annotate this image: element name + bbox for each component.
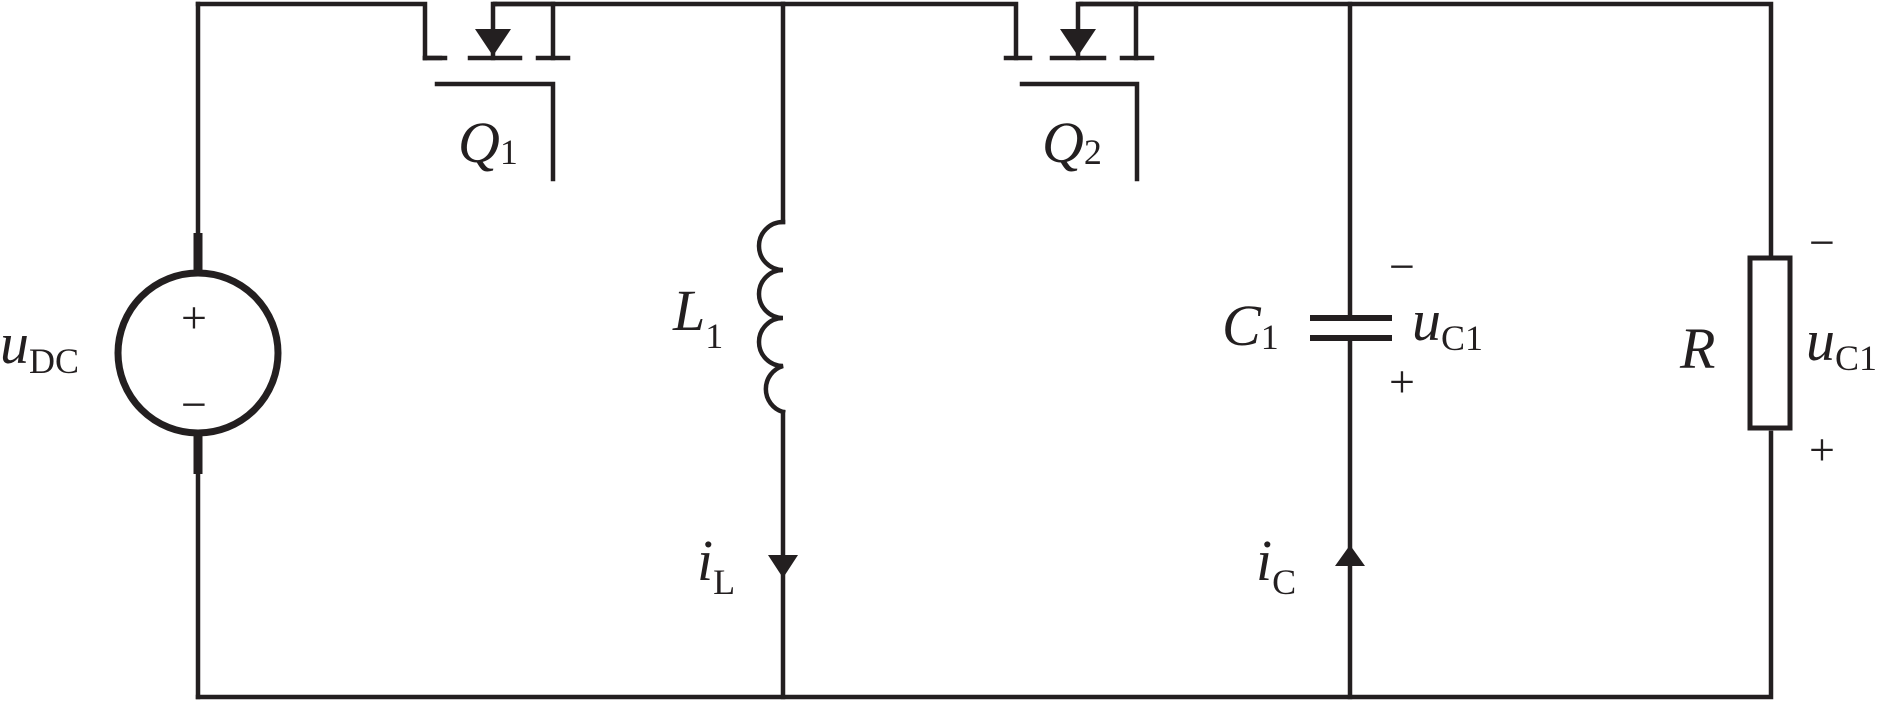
resistor-voltage-label: uC1: [1806, 308, 1877, 378]
capacitor-label: C1: [1222, 293, 1279, 358]
q2-label: Q2: [1042, 110, 1102, 175]
q1-label: Q1: [458, 110, 518, 175]
capacitor-current-arrow: [1335, 545, 1365, 566]
resistor-body: [1747, 255, 1793, 431]
resistor-label: R: [1679, 316, 1715, 381]
wire-top-right: [1078, 1, 1774, 261]
source-label: uDC: [0, 311, 79, 381]
source-plus-sign: +: [181, 292, 207, 343]
inductor-label-symbol: L: [672, 278, 705, 343]
capacitor-label-subscript: 1: [1261, 317, 1279, 357]
capacitor-voltage-subscript: C1: [1441, 318, 1483, 358]
inductor-current-subscript: L: [713, 562, 735, 602]
capacitor-current-subscript: C: [1272, 562, 1296, 602]
q2-label-symbol: Q: [1042, 110, 1084, 175]
mosfet-q1: Q1: [422, 1, 571, 182]
capacitor-label-symbol: C: [1222, 293, 1262, 358]
resistor-voltage-symbol: u: [1806, 308, 1835, 373]
inductor-current-label: iL: [697, 528, 735, 602]
inductor-label: L1: [672, 278, 723, 356]
inductor-current-symbol: i: [697, 528, 713, 593]
q2-body-diode-arrow: [1060, 29, 1096, 56]
q1-label-subscript: 1: [500, 132, 518, 172]
resistor-voltage-subscript: C1: [1835, 338, 1877, 378]
wires: [195, 1, 1774, 700]
q1-gate: [434, 81, 556, 182]
source-label-subscript: DC: [29, 341, 79, 381]
inductor-current-arrow: [768, 555, 798, 578]
inductor-label-subscript: 1: [705, 316, 723, 356]
q1-label-symbol: Q: [458, 110, 500, 175]
wire-node-to-q2: [780, 1, 1019, 61]
q1-body-diode-arrow: [475, 29, 511, 56]
capacitor-minus-sign: −: [1389, 241, 1415, 292]
capacitor-c1: C1 − + uC1 iC: [1222, 241, 1483, 602]
capacitor-current-symbol: i: [1256, 528, 1272, 593]
resistor-minus-sign: −: [1809, 217, 1835, 268]
capacitor-voltage-symbol: u: [1412, 288, 1441, 353]
wire-bottom: [195, 430, 1774, 700]
resistor-r: R − + uC1: [1679, 217, 1877, 475]
capacitor-plus-sign: +: [1389, 356, 1415, 407]
dc-voltage-source: + − uDC: [0, 233, 282, 474]
resistor-plus-sign: +: [1809, 424, 1835, 475]
wire-top-left: [195, 1, 428, 61]
source-label-symbol: u: [0, 311, 29, 376]
source-minus-sign: −: [181, 379, 207, 430]
q2-gate: [1019, 81, 1140, 182]
mosfet-q2: Q2: [1003, 1, 1155, 182]
capacitor-current-label: iC: [1256, 528, 1296, 602]
capacitor-voltage-label: uC1: [1412, 288, 1483, 358]
q2-label-subscript: 2: [1084, 132, 1102, 172]
inductor-coil: [756, 219, 786, 415]
inductor-l1: L1 iL: [672, 219, 798, 602]
